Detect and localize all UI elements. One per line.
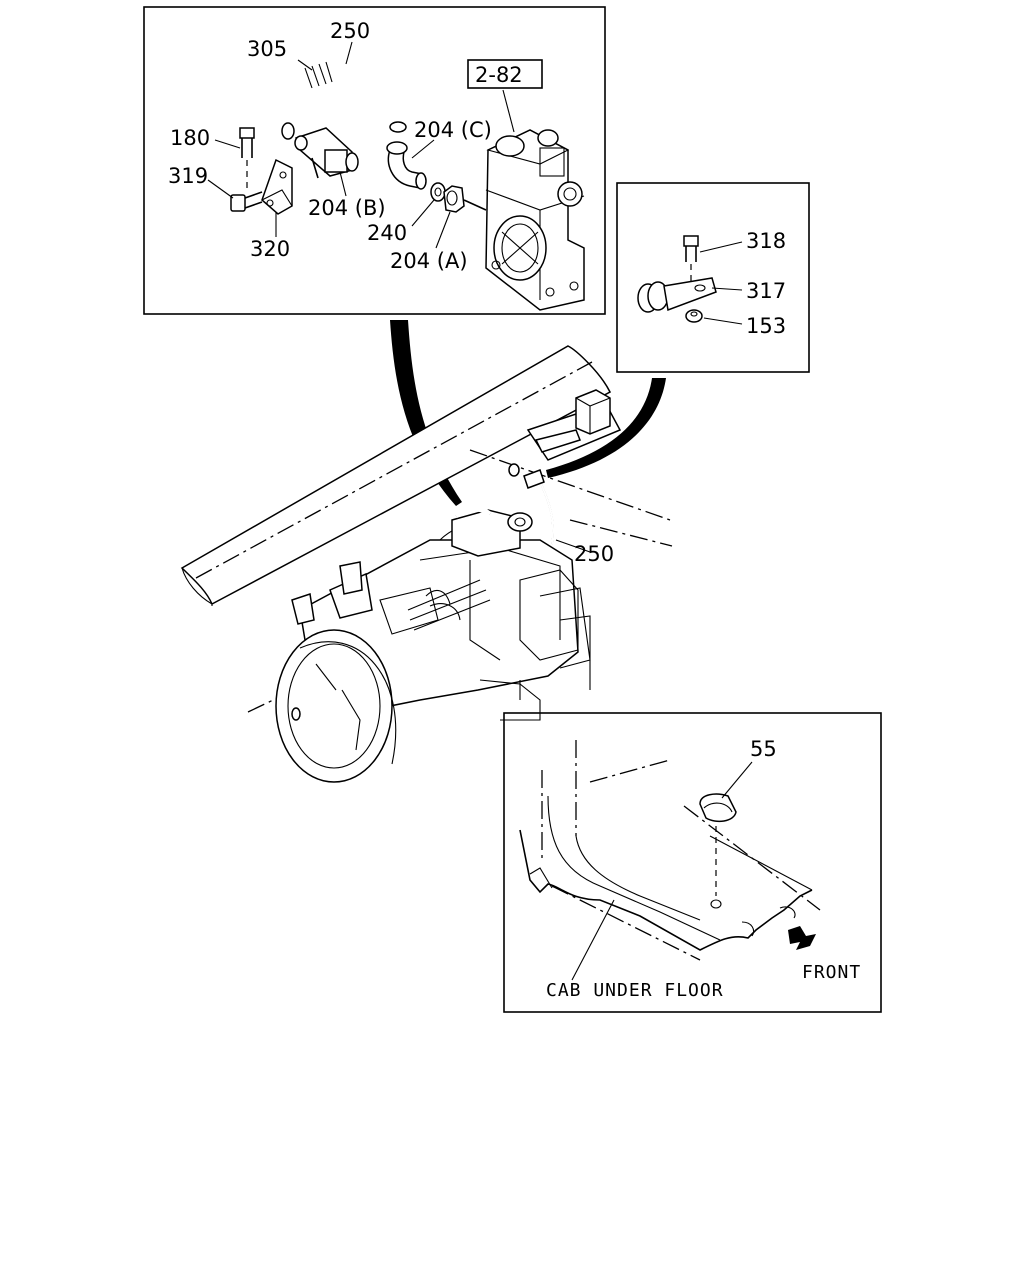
callout-319: 319: [168, 164, 208, 188]
callout-250-mid: 250: [574, 542, 614, 566]
bolt-180: [239, 127, 255, 190]
pointer-to-hose: [390, 320, 462, 506]
callout-317: 317: [746, 279, 786, 303]
callout-305: 305: [247, 37, 287, 61]
clip-317: [637, 277, 717, 313]
vacuum-hose: [260, 57, 407, 140]
front-arrow-icon: [788, 926, 816, 950]
bell-housing: [275, 629, 397, 783]
callout-2-82: 2-82: [475, 63, 523, 87]
callout-55: 55: [750, 737, 777, 761]
reference-frame-2-82: [467, 59, 543, 89]
detail-frame-top-left: [143, 6, 606, 315]
valve-body: [485, 129, 585, 311]
junction-box: [575, 389, 611, 435]
callout-204b: 204 (B): [308, 196, 386, 220]
detail-frame-top-right: [616, 182, 810, 373]
detail-box-cab-floor: 55 FRONT CAB UNDER FLOOR: [503, 712, 882, 1013]
callout-180: 180: [170, 126, 210, 150]
bolt-319: [230, 191, 263, 212]
detail-frame-bottom-right: [503, 712, 882, 1013]
nut-204a: [443, 185, 465, 213]
front-caption: FRONT: [802, 962, 861, 983]
transmission-assembly: 250: [180, 345, 673, 783]
callout-240: 240: [367, 221, 407, 245]
elbow-204c: [386, 141, 427, 190]
pointer-to-clip: [546, 378, 666, 478]
bracket-320: [261, 158, 293, 215]
callout-204c: 204 (C): [414, 118, 492, 142]
callout-318: 318: [746, 229, 786, 253]
callout-250-top: 250: [330, 19, 370, 43]
washer-240: [430, 182, 446, 202]
bolt-318: [683, 235, 699, 282]
tee-connector: [294, 127, 359, 179]
cab-under-floor-caption: CAB UNDER FLOOR: [546, 980, 724, 1001]
detail-box-clip: 318 317 153: [616, 182, 810, 373]
callout-153: 153: [746, 314, 786, 338]
callout-320: 320: [250, 237, 290, 261]
plug-55: [699, 793, 737, 823]
detail-box-hose-assembly: 305 250 2-82 180 204 (C) 319 204 (B) 240…: [143, 6, 606, 315]
callout-204a: 204 (A): [390, 249, 468, 273]
